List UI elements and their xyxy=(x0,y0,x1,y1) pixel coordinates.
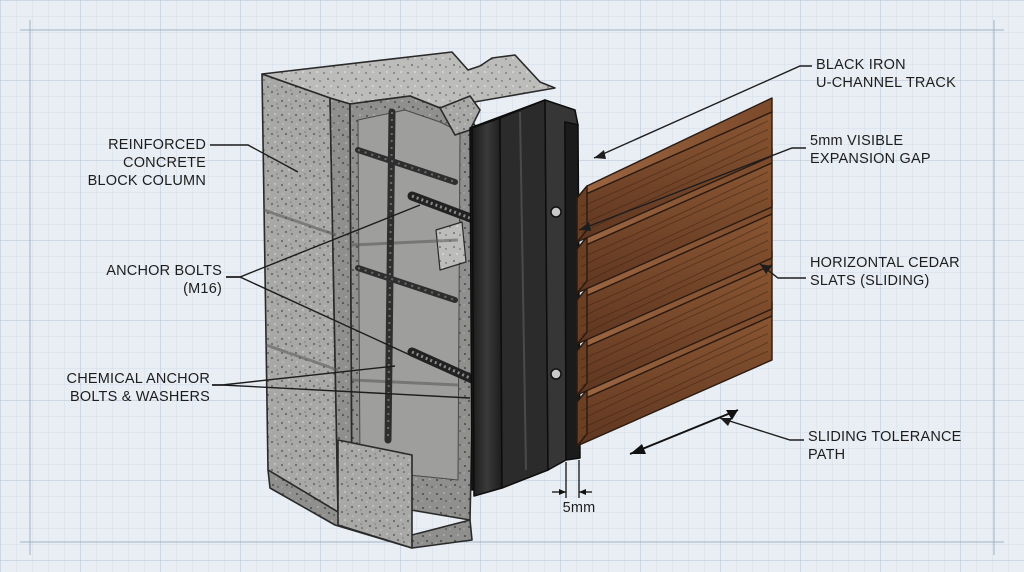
label-line: BLOCK COLUMN xyxy=(87,173,206,189)
u-channel-track xyxy=(469,99,581,497)
label-anchor-bolts: ANCHOR BOLTS (M16) xyxy=(80,262,222,298)
cedar-slat xyxy=(576,97,773,243)
label-gap-dimension: 5mm xyxy=(562,500,596,516)
concrete-column xyxy=(261,51,556,549)
label-chemical-anchors: CHEMICAL ANCHOR BOLTS & WASHERS xyxy=(50,370,210,406)
rebar xyxy=(355,108,458,444)
leader-lines xyxy=(210,65,812,441)
label-expansion-gap: 5mm VISIBLE EXPANSION GAP xyxy=(810,132,931,168)
label-line: ANCHOR BOLTS xyxy=(106,263,222,279)
label-line: CONCRETE xyxy=(123,155,206,171)
label-concrete-column: REINFORCED CONCRETE BLOCK COLUMN xyxy=(70,136,206,190)
label-line: SLATS (SLIDING) xyxy=(810,273,930,289)
label-cedar-slats: HORIZONTAL CEDAR SLATS (SLIDING) xyxy=(810,254,960,290)
leader-u-channel xyxy=(593,65,812,159)
leader-chemical-lower xyxy=(212,384,471,399)
label-line: BLACK IRON xyxy=(816,57,906,73)
leader-sliding xyxy=(719,417,804,441)
leader-arrowheads xyxy=(579,150,772,426)
label-u-channel: BLACK IRON U-CHANNEL TRACK xyxy=(816,56,956,92)
label-line: REINFORCED xyxy=(108,137,206,153)
sliding-tolerance-arrow xyxy=(629,409,739,455)
label-line: U-CHANNEL TRACK xyxy=(816,75,956,91)
gap-dimension-lines xyxy=(552,460,592,498)
leader-anchor-lower xyxy=(226,276,411,356)
label-line: CHEMICAL ANCHOR xyxy=(66,371,210,387)
leader-expansion-gap xyxy=(578,147,806,231)
label-line: PATH xyxy=(808,447,846,463)
label-line: SLIDING TOLERANCE xyxy=(808,429,962,445)
label-line: 5mm VISIBLE xyxy=(810,133,904,149)
label-sliding-path: SLIDING TOLERANCE PATH xyxy=(808,428,962,464)
label-line: BOLTS & WASHERS xyxy=(70,389,210,405)
label-line: HORIZONTAL CEDAR xyxy=(810,255,960,271)
label-line: EXPANSION GAP xyxy=(810,151,931,167)
label-line: (M16) xyxy=(183,281,222,297)
leader-column xyxy=(210,144,299,173)
